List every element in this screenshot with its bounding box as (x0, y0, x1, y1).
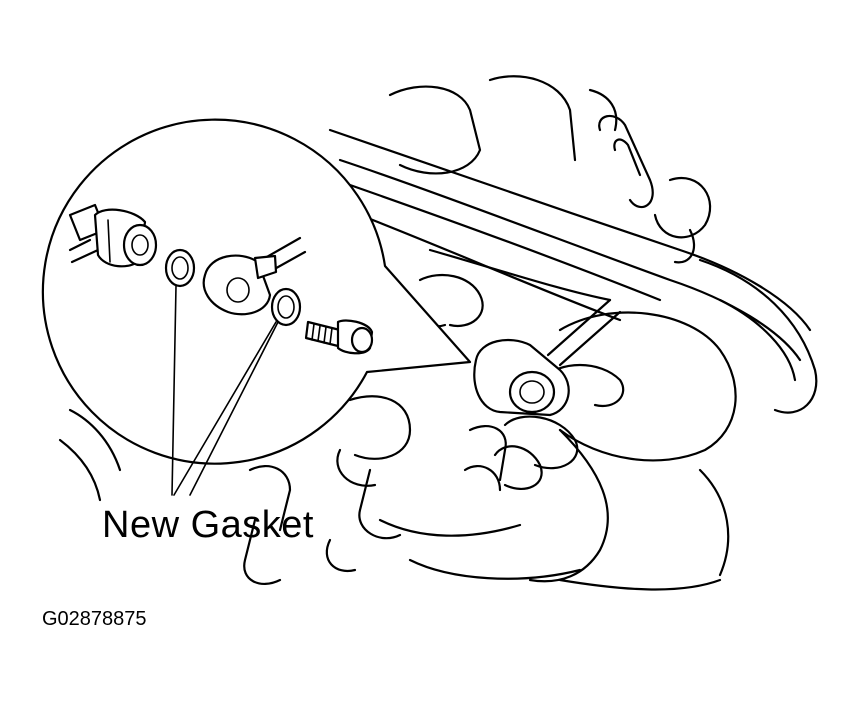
banjo-fitting-icon (202, 236, 307, 316)
gasket-icon (270, 287, 302, 327)
gasket-icon (164, 248, 196, 288)
engine-background (58, 75, 818, 591)
new-gasket-label: New Gasket (102, 504, 314, 546)
figure-code-label: G02878875 (42, 608, 147, 630)
gasket-leader-lines (171, 285, 279, 496)
bolt-icon (304, 319, 374, 355)
hose-fitting-icon (68, 203, 158, 268)
exploded-parts (68, 203, 374, 496)
